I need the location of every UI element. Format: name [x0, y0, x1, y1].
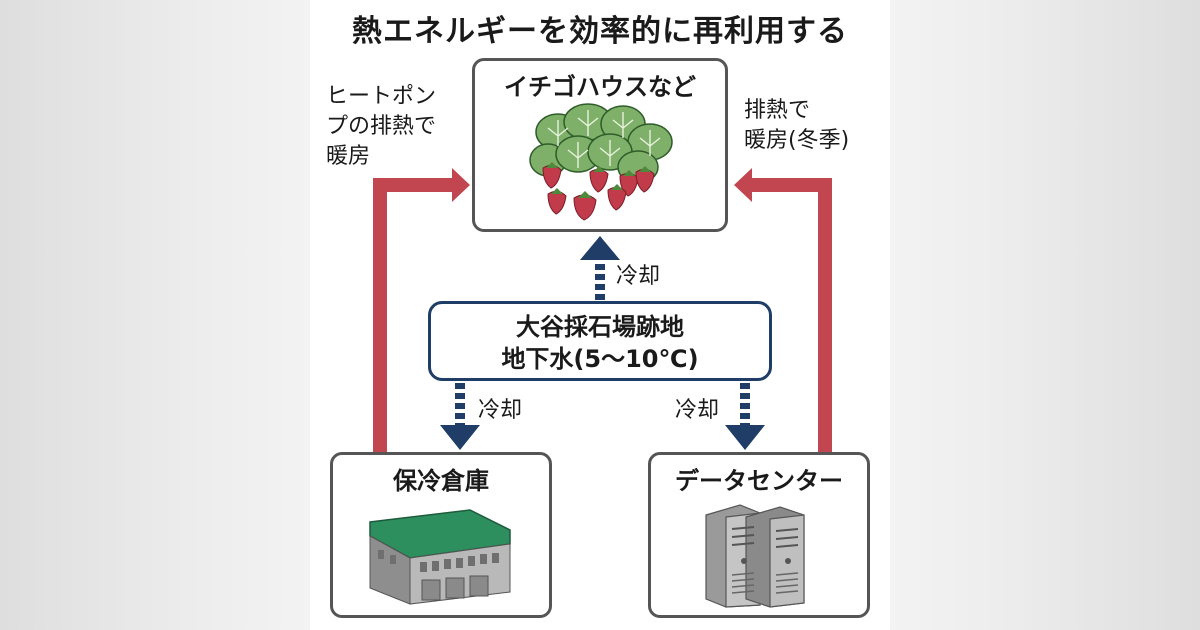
heat-arrowhead-left: [452, 168, 470, 202]
heat-arrow-right: [752, 178, 832, 455]
strawberry-plant-icon: [529, 103, 673, 221]
cool-label-up: 冷却: [616, 264, 661, 289]
heat-arrowhead-right: [734, 168, 752, 202]
right-annotation-line1: 排熱で: [744, 98, 811, 123]
heat-arrow-left: [373, 178, 452, 455]
warehouse-label: 保冷倉庫: [393, 467, 489, 495]
cool-label-right: 冷却: [675, 398, 720, 423]
source-box: 大谷採石場跡地 地下水(5〜10℃): [428, 301, 772, 381]
diagram-title: 熱エネルギーを効率的に再利用する: [352, 14, 848, 49]
left-annotation-line2: プの排熱で: [326, 114, 437, 139]
cool-arrowhead-down-right: [725, 425, 765, 450]
datacenter-label: データセンター: [675, 467, 843, 495]
source-label-line2: 地下水(5〜10℃): [501, 345, 699, 373]
server-icon: [705, 504, 805, 608]
cool-arrowhead-up: [580, 236, 620, 260]
house-label: イチゴハウスなど: [504, 73, 696, 101]
warehouse-icon: [369, 509, 511, 605]
left-annotation-line1: ヒートポン: [326, 84, 437, 109]
cool-arrowhead-down-left: [440, 425, 480, 450]
right-background: [890, 0, 1200, 630]
left-annotation-line3: 暖房: [326, 144, 371, 169]
house-box: イチゴハウスなど: [472, 58, 728, 232]
source-label-line1: 大谷採石場跡地: [516, 313, 684, 341]
left-background: [0, 0, 310, 630]
cool-label-left: 冷却: [478, 398, 523, 423]
right-annotation-line2: 暖房(冬季): [744, 128, 850, 153]
